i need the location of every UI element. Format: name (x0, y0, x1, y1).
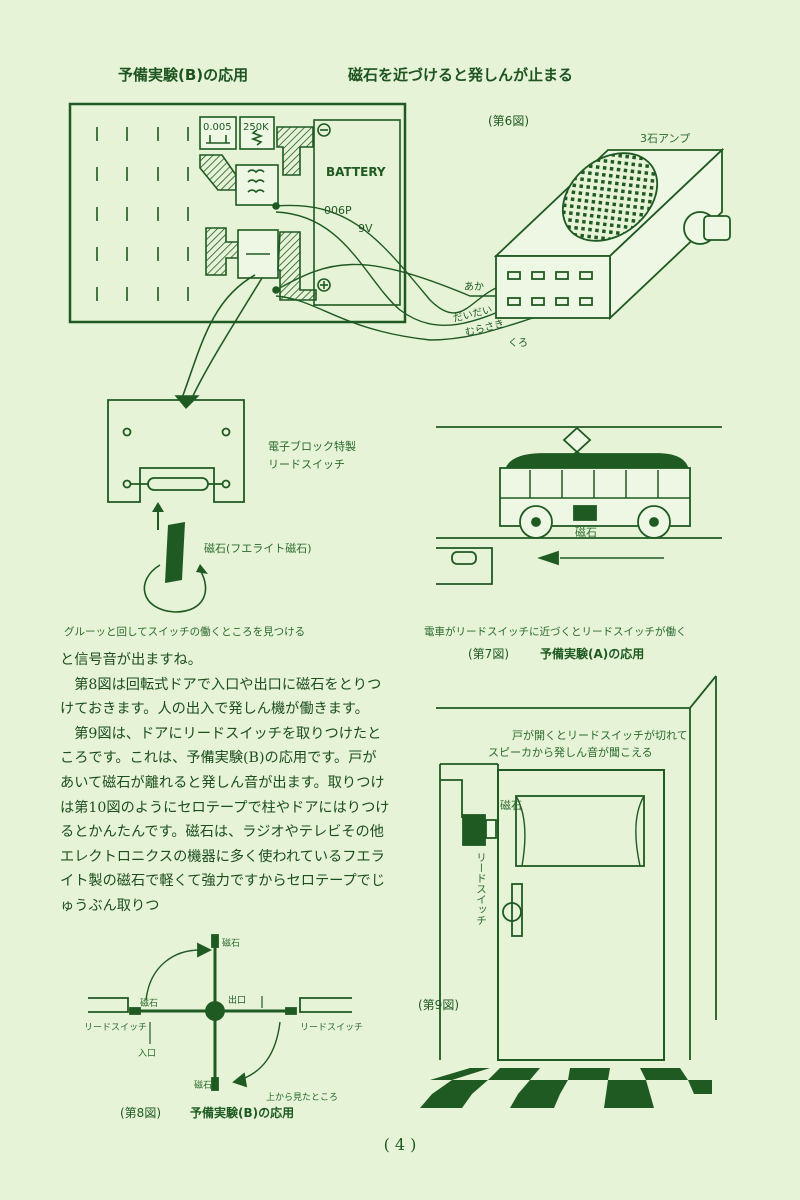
door-magnet-label: 磁石 (500, 799, 522, 812)
rev-magnet-bottom: 磁石 (194, 1081, 213, 1091)
door-reed-label: リードスイッチ (475, 852, 487, 926)
page-number: ( 4 ) (383, 1135, 417, 1154)
fig8-label: (第8図) (120, 1106, 161, 1120)
reed-label-line2: リードスイッチ (268, 458, 345, 471)
fig7-title: 予備実験(A)の応用 (540, 647, 645, 661)
fig8-title: 予備実験(B)の応用 (190, 1106, 295, 1120)
circuit-blocks (199, 116, 317, 301)
tram-caption: 電車がリードスイッチに近づくとリードスイッチが働く (424, 626, 687, 638)
door-note-line1: 戸が開くとリードスイッチが切れて (512, 729, 688, 742)
section-title: 予備実験(B)の応用 (118, 66, 249, 84)
reed-switch-block (107, 399, 245, 503)
capacitor-value: 0.005 (203, 122, 232, 133)
resistor-value: 250K (243, 122, 269, 133)
fig9-label: (第9図) (418, 998, 459, 1012)
amplifier-icon (493, 147, 731, 321)
lead-wires (174, 204, 561, 410)
breadboard-panel (68, 102, 407, 324)
magnet-label: 磁石(フエライト磁石) (204, 542, 312, 555)
reed-label-line1: 電子ブロック特製 (268, 440, 356, 453)
entrance-label: 入口 (138, 1049, 157, 1059)
paragraph: と信号音が出ますね。 (60, 652, 202, 668)
paragraph: 第8図は回転式ドアで入口や出口に磁石をとりつけておきます。人の出入で発しん機が働… (60, 676, 382, 718)
top-view-note: 上から見たところ (266, 1093, 339, 1103)
revolving-door-diagram (88, 934, 352, 1091)
floor-tiles (420, 1068, 712, 1108)
wire-color-black: くろ (508, 338, 528, 349)
amp-label: 3石アンプ (640, 132, 691, 145)
door-note-line2: スピーカから発しん音が聞こえる (488, 746, 653, 759)
battery-icon (313, 119, 401, 306)
reed-right-label: リードスイッチ (300, 1023, 364, 1033)
battery-voltage: 9V (358, 222, 373, 235)
tram-magnet-label: 磁石 (575, 526, 597, 539)
tram-illustration (436, 426, 722, 585)
battery-label: BATTERY (326, 165, 386, 179)
door-illustration (436, 675, 717, 1061)
rev-magnet-top: 磁石 (222, 939, 241, 949)
reed-left-label: リードスイッチ (84, 1023, 148, 1033)
reed-caption: グルーッと回してスイッチの働くところを見つける (64, 626, 306, 638)
body-text: と信号音が出ますね。 第8図は回転式ドアで入口や出口に磁石をとりつけておきます。… (60, 648, 390, 919)
rev-magnet-left: 磁石 (140, 999, 159, 1009)
fig6-label: (第6図) (488, 114, 529, 128)
fig7-label: (第7図) (468, 647, 509, 661)
section-subtitle: 磁石を近づけると発しんが止まる (348, 66, 574, 84)
exit-label: 出口 (228, 994, 246, 1006)
wire-color-red: あか (464, 281, 484, 293)
battery-model: 006P (324, 204, 352, 217)
ferrite-magnet (143, 502, 208, 613)
paragraph: 第9図は、ドアにリードスイッチを取りつけたところです。これは、予備実験(B)の応… (60, 725, 390, 914)
